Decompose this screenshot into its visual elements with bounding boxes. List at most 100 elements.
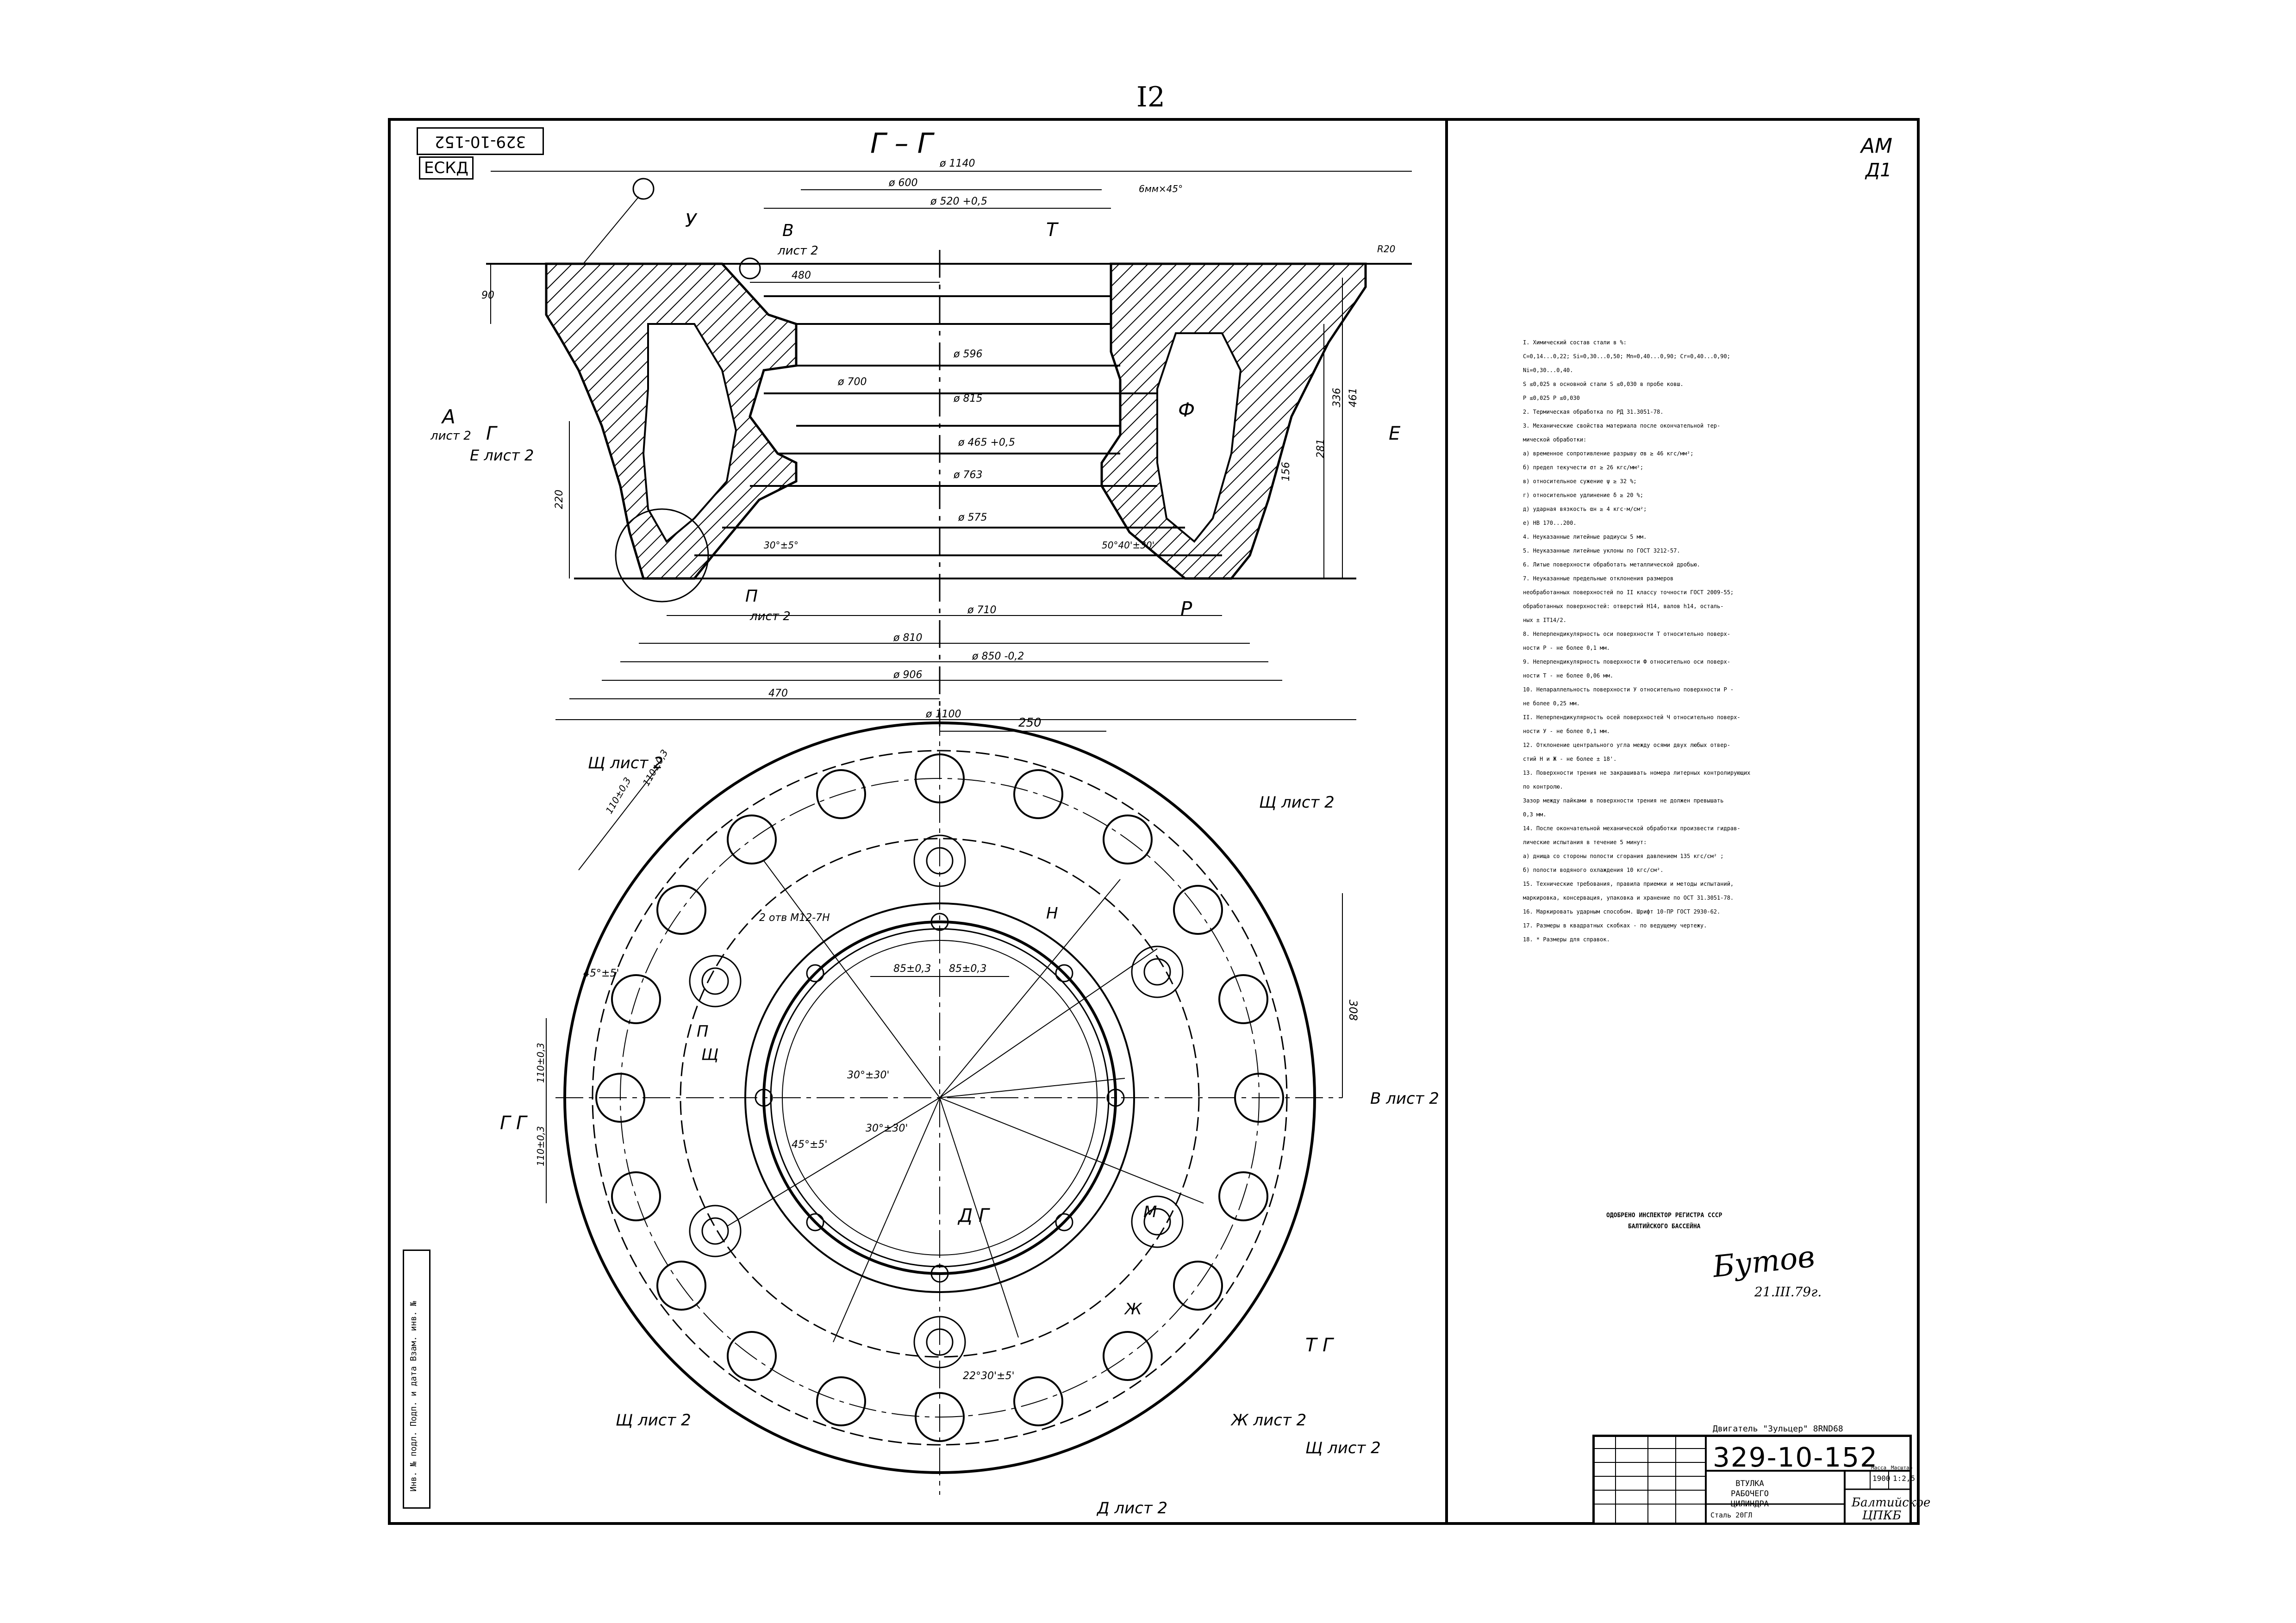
label-v-sheet: лист 2: [777, 244, 818, 258]
note-line: 15. Технические требования, правила прие…: [1523, 881, 1734, 887]
note-line: 3. Механические свойства материала после…: [1523, 423, 1721, 429]
detail-circle-v: [739, 257, 761, 280]
corner-mark-2: Д1: [1866, 160, 1892, 181]
right-cooling-pocket: [1156, 332, 1242, 543]
note-line: д) ударная вязкость αн ≥ 4 кгс·м/см²;: [1523, 506, 1647, 512]
dim-45b: 45°±5': [792, 1139, 827, 1150]
section-title: Г – Г: [870, 127, 935, 160]
small-hole: [806, 1213, 824, 1231]
callout-leader: [583, 196, 639, 264]
page-number: I2: [1136, 81, 1165, 113]
dim-110d: 110±0,3: [535, 1126, 546, 1166]
label-zh: Ж: [1124, 1300, 1142, 1318]
dim-461: 461: [1348, 388, 1359, 407]
dim-763: ø 763: [953, 469, 982, 481]
label-p-plan: П: [697, 1022, 709, 1041]
bolt-hole: [611, 1171, 661, 1221]
dim-30b: 30°±30': [866, 1123, 908, 1134]
radial-line-4: [726, 1097, 940, 1227]
label-r: Р: [1180, 597, 1192, 620]
bolt-hole: [1218, 1171, 1268, 1221]
label-a-sheet: лист 2: [430, 429, 471, 443]
note-line: лические испытания в течение 5 минут:: [1523, 839, 1647, 846]
roughness-mark: R20: [1377, 243, 1395, 255]
note-line: по контролю.: [1523, 784, 1563, 790]
registry-line-2: БАЛТИЙСКОГО БАССЕЙНА: [1628, 1223, 1701, 1230]
dim-281: 281: [1315, 439, 1327, 458]
tb-org-line-1: Балтийское: [1852, 1496, 1931, 1510]
note-line: 8. Неперпендикулярность оси поверхности …: [1523, 631, 1730, 637]
note-line: а) днища со стороны полости сгорания дав…: [1523, 853, 1724, 859]
plan-labels: Щ лист 2 Щ лист 2 Щ лист 2 Щ лист 2 Ж ли…: [500, 716, 1439, 1517]
label-p-sheet: лист 2: [749, 609, 791, 623]
dim-850: ø 850 -0,2: [972, 651, 1024, 662]
dim-156: 156: [1280, 462, 1292, 481]
dim-815: ø 815: [953, 393, 982, 404]
dim-810: ø 810: [893, 632, 922, 644]
note-line: стий Н и Ж - не более ± 18'.: [1523, 756, 1617, 762]
note-line: 12. Отклонение центрального угла между о…: [1523, 742, 1730, 748]
dim-bevel: 6мм×45°: [1139, 183, 1183, 194]
label-m: М: [1143, 1203, 1157, 1221]
bolt-hole: [1013, 1376, 1063, 1426]
bolt-hole: [915, 753, 965, 803]
note-line: 2. Термическая обработка по РД 31.3051-7…: [1523, 409, 1664, 415]
dim-1140: ø 1140: [939, 158, 975, 169]
label-sch: Щ: [701, 1045, 718, 1064]
small-hole: [1055, 1213, 1073, 1231]
note-line: б) полости водяного охлаждения 10 кгс/см…: [1523, 867, 1664, 873]
radial-line-3: [763, 860, 940, 1098]
boss-circle-top-in: [926, 847, 954, 875]
note-line: мической обработки:: [1523, 436, 1587, 443]
dim-line-110-diag: [578, 768, 658, 871]
note-line: I. Химический состав стали в %:: [1523, 339, 1627, 346]
label-e-right: Е: [1389, 423, 1401, 444]
bolt-hole: [727, 1331, 777, 1381]
note-line: 16. Маркировать ударным способом. Шрифт …: [1523, 908, 1721, 915]
boss-circle-lower-left-in: [701, 1217, 729, 1245]
note-line: Зазор между пайками в поверхности трения…: [1523, 797, 1724, 804]
note-line: ности У - не более 0,1 мм.: [1523, 728, 1610, 734]
side-stamp: Инв. № подл. Подп. и дата Взам. инв. №: [403, 1250, 430, 1509]
note-line: маркировка, консервация, упаковка и хран…: [1523, 895, 1734, 901]
small-hole: [930, 1264, 949, 1283]
boss-circle-right-in: [1143, 958, 1171, 986]
bolt-hole: [656, 1261, 706, 1311]
registry-approval: ОДОБРЕНО ИНСПЕКТОР РЕГИСТРА СССР БАЛТИЙС…: [1606, 1210, 1722, 1232]
radial-line-5: [939, 1097, 1019, 1338]
dim-710: ø 710: [967, 604, 996, 616]
bolt-hole: [1103, 1331, 1153, 1381]
dim-520: ø 520 +0,5: [930, 196, 987, 207]
note-line: 0,3 мм.: [1523, 811, 1547, 818]
dim-906: ø 906: [893, 669, 922, 681]
left-cooling-pocket: [642, 323, 737, 543]
tb-mass: 1900: [1872, 1474, 1890, 1483]
dim-700: ø 700: [837, 376, 867, 388]
technical-notes: I. Химический состав стали в %: C=0,14..…: [1523, 336, 1828, 946]
small-hole: [755, 1088, 773, 1107]
dim-22: 22°30'±5': [963, 1370, 1015, 1382]
boss-circle-lower-right: [1131, 1195, 1184, 1248]
tb-material: Сталь 20ГЛ: [1710, 1511, 1753, 1519]
note-line: II. Неперпендикулярность осей поверхност…: [1523, 714, 1741, 721]
label-e-left: Е лист 2: [470, 447, 534, 464]
boss-circle-bottom-in: [926, 1328, 954, 1356]
bolt-hole: [1234, 1073, 1284, 1123]
tb-doc-number: 329-10-152: [1713, 1442, 1878, 1473]
label-d-center: Д Г: [957, 1205, 990, 1226]
label-gg: Г Г: [500, 1113, 528, 1134]
dim-110c: 110±0,3: [535, 1043, 546, 1083]
tb-name-line-2: РАБОЧЕГО ЦИЛИНДРА: [1731, 1489, 1769, 1509]
dim-45a: 45°±5': [583, 968, 619, 979]
bolt-hole: [915, 1392, 965, 1442]
tb-part-name: ВТУЛКА РАБОЧЕГО ЦИЛИНДРА: [1710, 1479, 1789, 1509]
note-line: 4. Неуказанные литейные радиусы 5 мм.: [1523, 534, 1647, 540]
tb-scale: 1:2,5: [1893, 1474, 1915, 1483]
section-labels: Г – Г У Т Ф Р Е А лист 2 Е лист 2 Г В ли…: [430, 127, 1401, 720]
dim-575: ø 575: [958, 512, 987, 523]
boss-circle-lower-left: [689, 1205, 742, 1257]
radial-line-2: [939, 948, 1158, 1098]
bolt-hole: [1173, 885, 1223, 935]
tb-mass-col: Масса: [1871, 1465, 1887, 1471]
